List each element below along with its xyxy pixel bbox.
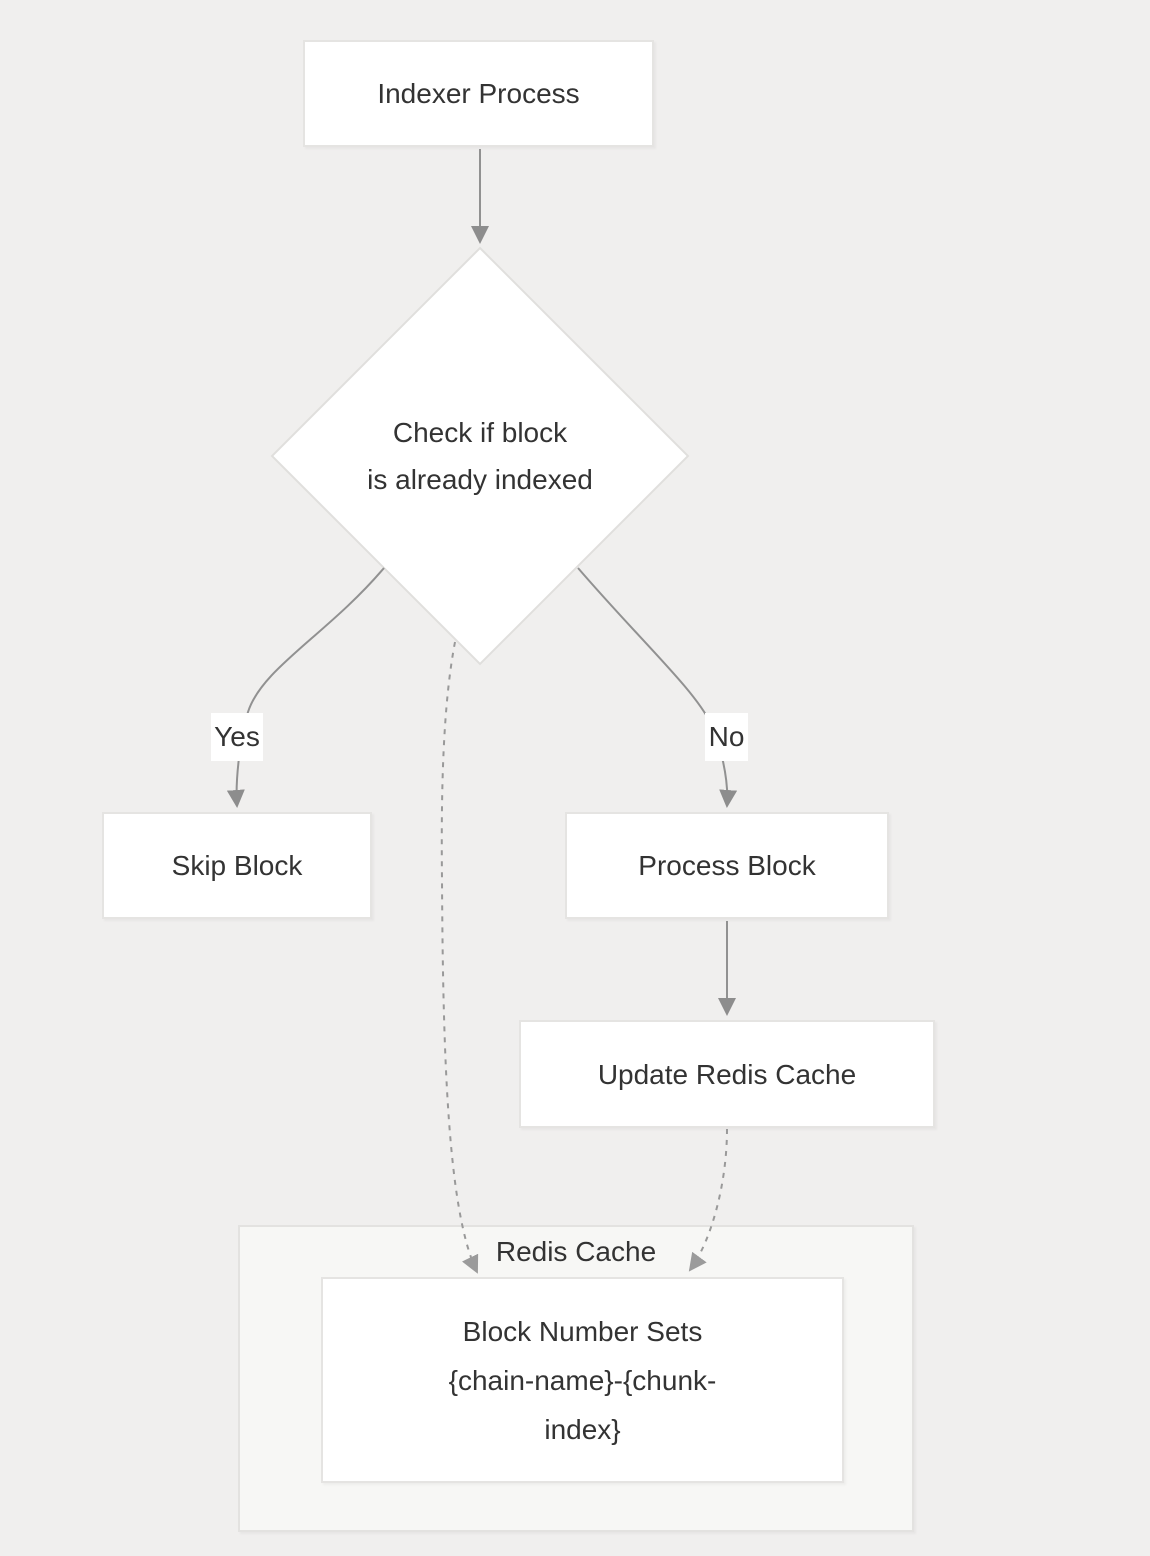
node-indexer-process: Indexer Process [303, 40, 654, 147]
decision-line2: is already indexed [367, 464, 593, 495]
node-block-number-sets-line3: index} [544, 1413, 621, 1445]
node-skip-block: Skip Block [102, 812, 372, 919]
arrow-decision-to-process [577, 567, 738, 808]
decision-diamond-text: Check if block is already indexed [280, 409, 680, 503]
node-update-redis-cache: Update Redis Cache [519, 1020, 935, 1128]
node-skip-block-label: Skip Block [171, 850, 303, 881]
node-block-number-sets-line2: {chain-name}-{chunk- [448, 1364, 717, 1396]
edge-label-yes: Yes [211, 713, 263, 761]
decision-line1: Check if block [392, 417, 568, 448]
arrow-decision-to-skip [226, 567, 385, 808]
node-block-number-sets-line1: Block Number Sets [462, 1315, 703, 1347]
node-process-block-label: Process Block [638, 850, 816, 881]
node-update-redis-cache-label: Update Redis Cache [597, 1058, 857, 1090]
node-indexer-process-label: Indexer Process [377, 78, 580, 109]
dashed-arrow-decision-to-sets [440, 641, 479, 1274]
node-process-block: Process Block [565, 812, 889, 919]
edge-label-no: No [705, 713, 748, 761]
subgraph-redis-cache-label: Redis Cache [495, 1236, 657, 1267]
node-block-number-sets: Block Number Sets {chain-name}-{chunk- i… [321, 1277, 844, 1483]
